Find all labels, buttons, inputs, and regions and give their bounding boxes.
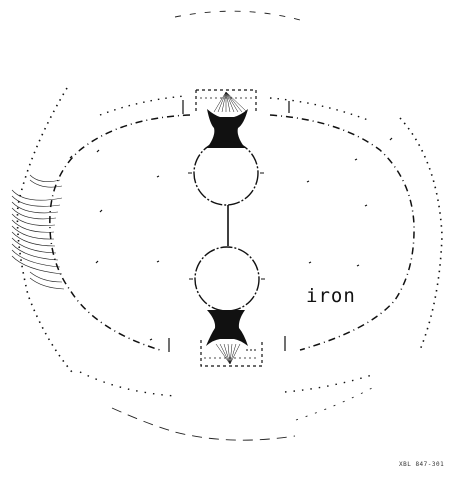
- figure-id-label: XBL 847-301: [399, 461, 445, 468]
- top-coil-region: [195, 89, 257, 114]
- upper-circle: [188, 140, 264, 206]
- coil-side-ticks: [168, 100, 290, 352]
- outer-field-arcs: [111, 10, 373, 441]
- left-hatched-flux: [11, 174, 65, 290]
- material-label: iron: [306, 285, 356, 307]
- field-markers: [69, 137, 393, 341]
- inner-iron-ellipse: [49, 114, 415, 351]
- outer-iron-contour: [16, 87, 443, 397]
- bottom-coil-region: [200, 340, 263, 367]
- lower-circle: [189, 246, 265, 312]
- bottom-pole-tip: [206, 310, 248, 346]
- top-pole-tip: [207, 109, 248, 148]
